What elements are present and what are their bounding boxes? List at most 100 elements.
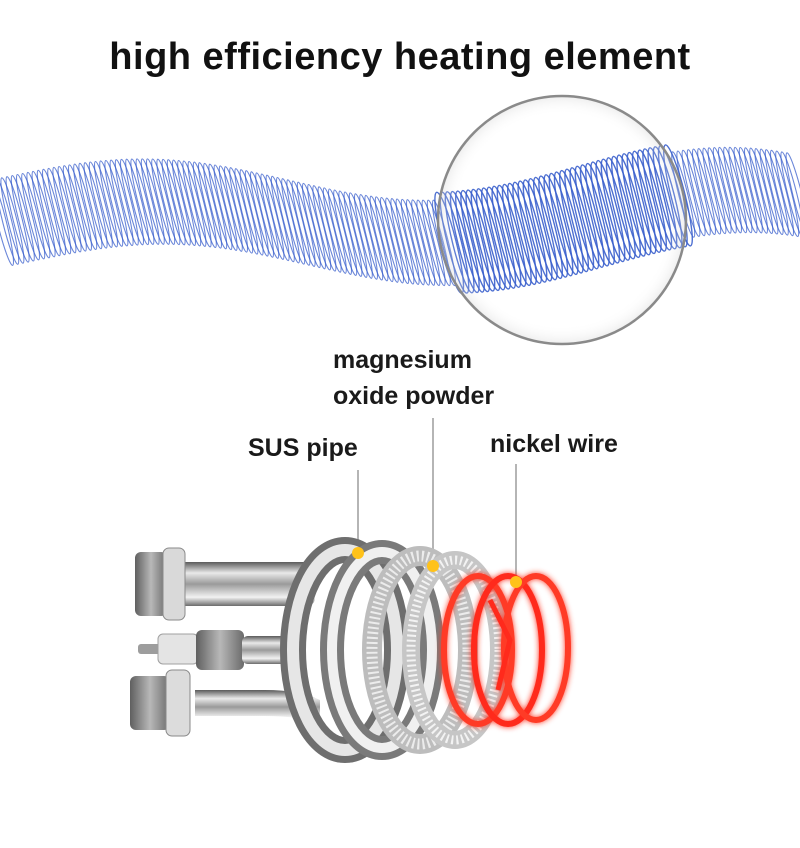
spring-turn bbox=[166, 159, 191, 246]
spring-turn bbox=[275, 176, 301, 264]
spring-turn bbox=[5, 176, 30, 263]
spring-turn bbox=[379, 196, 405, 284]
spring-turn bbox=[327, 188, 353, 275]
spring-turn bbox=[62, 165, 87, 252]
spring-turn bbox=[390, 198, 415, 285]
spring-turn bbox=[400, 198, 425, 286]
spring-turn bbox=[73, 163, 98, 251]
spring-turn bbox=[182, 160, 207, 247]
page-title: high efficiency heating element bbox=[109, 36, 691, 78]
spring-turn bbox=[15, 173, 41, 261]
spring-turn bbox=[411, 199, 436, 286]
spring-turn bbox=[52, 166, 77, 254]
spring-turn bbox=[338, 190, 363, 277]
spring-turn bbox=[395, 198, 420, 285]
spring-turn bbox=[333, 189, 358, 276]
label-nickel-wire: nickel wire bbox=[490, 430, 618, 458]
spring-turn bbox=[260, 173, 285, 260]
spring-turn bbox=[681, 149, 706, 237]
spring-turn bbox=[374, 196, 399, 283]
spring-turn bbox=[322, 187, 347, 274]
spring-turn bbox=[416, 199, 441, 287]
spring-turn bbox=[114, 159, 139, 246]
spring-turn bbox=[93, 160, 119, 248]
spring-turn bbox=[203, 162, 228, 250]
spring-turn bbox=[47, 167, 72, 255]
spring-turn bbox=[353, 193, 379, 280]
spring-turn bbox=[421, 199, 446, 287]
spring-turn bbox=[223, 166, 249, 253]
spring-turn bbox=[691, 148, 717, 236]
spring-turn bbox=[759, 148, 784, 236]
spring-turn bbox=[775, 150, 800, 238]
spring-turn bbox=[119, 158, 145, 246]
spring-turn bbox=[151, 158, 176, 245]
spring-turn bbox=[31, 170, 56, 258]
spring-turn bbox=[67, 164, 93, 251]
spring-turn bbox=[161, 158, 186, 246]
spring-turn bbox=[717, 146, 743, 234]
spring-turn bbox=[244, 170, 269, 257]
spring-turn bbox=[21, 172, 46, 260]
spring-turn bbox=[733, 146, 758, 234]
spring-turn bbox=[364, 194, 389, 282]
spring-turn bbox=[234, 168, 259, 255]
spring-turn bbox=[281, 178, 306, 265]
spring-turn bbox=[307, 183, 332, 271]
spring-turn bbox=[145, 158, 171, 245]
spring-turn bbox=[405, 199, 431, 286]
spring-turn bbox=[229, 167, 254, 254]
spring-turn bbox=[192, 161, 217, 249]
spring-turn bbox=[218, 165, 243, 252]
spring-turn bbox=[712, 147, 737, 234]
spring-turn bbox=[385, 197, 410, 285]
spring-turn bbox=[239, 169, 264, 256]
spring-turn bbox=[343, 191, 368, 278]
spring-turn bbox=[213, 164, 238, 251]
spring-turn bbox=[140, 158, 165, 245]
spring-turn bbox=[109, 159, 134, 247]
spring-turn bbox=[749, 147, 774, 235]
spring-turn bbox=[249, 171, 275, 258]
spring-turn bbox=[125, 158, 150, 246]
spring-turn bbox=[208, 163, 233, 251]
spring-turn bbox=[10, 175, 35, 262]
spring-turn bbox=[369, 195, 394, 283]
spring-turn bbox=[57, 165, 82, 253]
spring-turn bbox=[26, 171, 51, 259]
spring-turn bbox=[0, 179, 15, 266]
spring-turn bbox=[743, 147, 769, 234]
spring-turn bbox=[0, 177, 25, 264]
spring-turn bbox=[83, 162, 108, 249]
label-sus-pipe: SUS pipe bbox=[248, 434, 358, 462]
spring-turn bbox=[359, 194, 384, 281]
spring-turn bbox=[0, 178, 20, 265]
leader-lines bbox=[357, 418, 517, 580]
spring-turn bbox=[88, 161, 113, 248]
spring-turn bbox=[187, 160, 212, 248]
spring-turn bbox=[156, 158, 181, 246]
spring-turn bbox=[317, 186, 342, 273]
spring-turn bbox=[78, 162, 103, 250]
label-magnesium-line1: magnesium bbox=[333, 346, 472, 374]
spring-turn bbox=[738, 146, 763, 234]
spring-turn bbox=[41, 168, 67, 256]
spring-turn bbox=[36, 169, 61, 257]
spring-turn bbox=[255, 172, 280, 259]
spring-turn bbox=[312, 185, 337, 272]
spring-turn bbox=[177, 159, 202, 247]
spring-turn bbox=[265, 174, 290, 262]
spring-turn bbox=[171, 159, 197, 247]
spring-turn bbox=[135, 158, 160, 245]
spring-turn bbox=[697, 148, 722, 235]
spring-turn bbox=[130, 158, 155, 245]
spring-turn bbox=[702, 147, 727, 235]
spring-turn bbox=[348, 192, 373, 279]
spring-turn bbox=[104, 159, 129, 247]
spring-turn bbox=[197, 162, 223, 249]
spring-turn bbox=[780, 151, 800, 238]
spring-turn bbox=[707, 147, 732, 234]
spring-turn bbox=[769, 149, 795, 237]
spring-turn bbox=[764, 149, 789, 236]
